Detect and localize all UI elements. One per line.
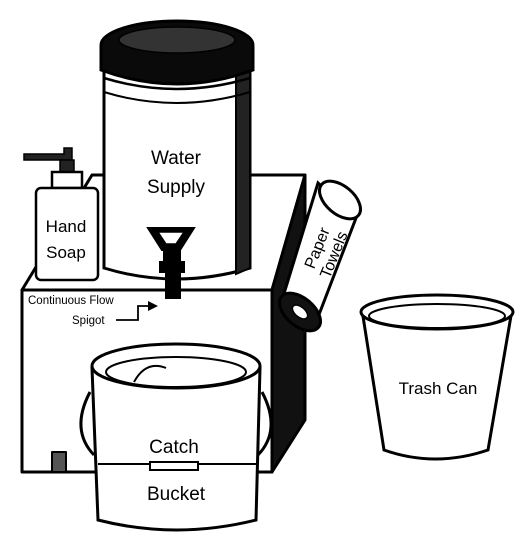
catch-bucket-label-line2: Bucket: [147, 484, 206, 505]
spigot-label-line1: Continuous Flow: [28, 295, 114, 307]
trash-can: [361, 295, 513, 459]
catch-bucket-label-line1: Catch: [149, 437, 199, 458]
hand-soap-label-line1: Hand: [46, 217, 87, 236]
hand-soap-label-line2: Soap: [46, 243, 86, 262]
trash-can-label: Trash Can: [399, 379, 478, 398]
water-supply-label-line1: Water: [151, 148, 202, 169]
spigot-label-line2: Spigot: [72, 315, 105, 327]
water-supply-label-line2: Supply: [147, 177, 206, 198]
